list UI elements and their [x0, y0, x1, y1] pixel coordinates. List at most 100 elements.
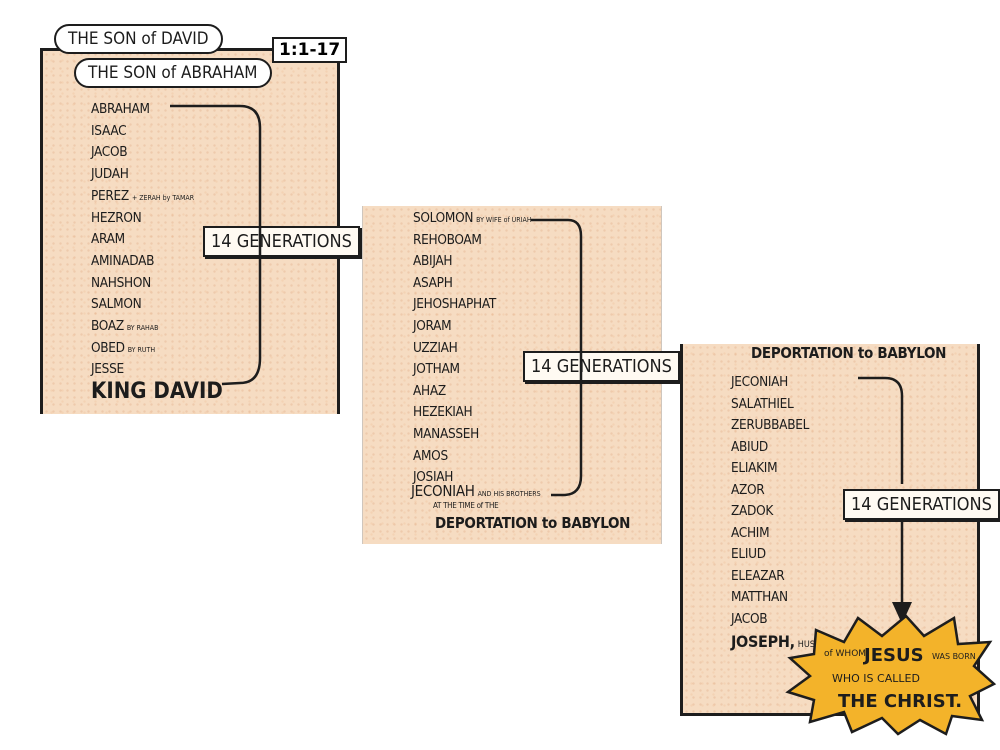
list-item: JACOB	[731, 610, 768, 627]
list-item: HEZEKIAH	[413, 404, 473, 421]
list-item: AHAZ	[413, 383, 446, 399]
list-item: ABIUD	[731, 439, 768, 455]
list-item: ELIAKIM	[731, 460, 778, 476]
christ-starburst: of WHOM JESUS WAS BORN WHO IS CALLED THE…	[785, 614, 997, 736]
list-item: JECONIAH	[731, 374, 788, 390]
person-name: JOTHAM	[413, 361, 460, 378]
list-item: SALMON	[91, 296, 142, 313]
person-name: SALMON	[91, 296, 142, 313]
bracket-line	[531, 218, 583, 497]
generations-box: 14 GENERATIONS	[203, 226, 360, 257]
person-name: JORAM	[413, 318, 452, 334]
burst-the-christ: THE CHRIST.	[838, 691, 962, 712]
list-item: JOSIAH	[413, 469, 453, 485]
person-name: ABIJAH	[413, 253, 453, 270]
person-name: ELIAKIM	[731, 460, 778, 476]
person-name: JACOB	[91, 144, 128, 161]
person-name: AMINADAB	[91, 252, 155, 269]
person-name: BOAZ	[91, 318, 124, 334]
scripture-reference: 1:1-17	[272, 37, 348, 63]
list-item: JOTHAM	[413, 361, 460, 377]
person-name: ELIUD	[731, 546, 766, 562]
person-name: ABRAHAM	[91, 101, 150, 117]
list-item: ELEAZAR	[731, 567, 785, 584]
person-name: AMOS	[413, 447, 448, 464]
bracket-arrow	[858, 376, 912, 624]
person-name: JOSIAH	[413, 469, 454, 486]
person-name: ASAPH	[413, 274, 453, 291]
person-name: REHOBOAM	[413, 231, 482, 248]
person-name: HEZEKIAH	[413, 404, 473, 421]
list-item: ABIJAH	[413, 253, 453, 270]
panel-abraham-to-david: ABRAHAM ISAAC JACOB JUDAH PEREZ+ ZERAH by TA…	[40, 48, 360, 414]
list-item: PEREZ+ ZERAH by TAMAR	[91, 188, 194, 204]
person-name: MANASSEH	[413, 426, 480, 442]
person-name: JESSE	[91, 361, 124, 378]
list-item: JESSE	[91, 361, 124, 377]
list-item: ZERUBBABEL	[731, 417, 809, 433]
person-name: HEZRON	[91, 209, 142, 226]
list-item: MANASSEH	[413, 426, 479, 442]
person-name: AHAZ	[413, 382, 446, 399]
person-name: JUDAH	[91, 166, 129, 183]
person-name: UZZIAH	[413, 339, 458, 356]
person-name: OBED	[91, 339, 125, 356]
person-name: SALATHIEL	[731, 395, 794, 412]
list-item: JACOB	[91, 144, 128, 161]
generations-box: 14 GENERATIONS	[523, 351, 680, 382]
person-name: JACOB	[731, 610, 768, 627]
time-note: AT THE TIME of THE	[433, 501, 499, 510]
person-name: ISAAC	[91, 122, 127, 139]
person-name: ABIUD	[731, 438, 768, 455]
generations-box: 14 GENERATIONS	[843, 489, 1000, 520]
person-name: AZOR	[731, 481, 765, 498]
list-item: ASAPH	[413, 275, 453, 291]
list-item: AZOR	[731, 481, 765, 498]
person-name: ELEAZAR	[731, 567, 785, 584]
list-item: JEHOSHAPHAT	[413, 296, 496, 312]
list-item: JUDAH	[91, 166, 129, 182]
person-name: ARAM	[91, 231, 125, 248]
person-note: BY RUTH	[127, 345, 156, 354]
person-note: BY RAHAB	[126, 324, 159, 332]
person-name: ZADOK	[731, 503, 773, 519]
list-item: HEZRON	[91, 209, 142, 226]
deportation-header: DEPORTATION to BABYLON	[751, 344, 947, 362]
king-david-label: KING DAVID	[91, 379, 223, 404]
list-item: ISAAC	[91, 122, 127, 139]
burst-jesus: JESUS	[862, 645, 924, 666]
person-name: JECONIAH	[731, 374, 788, 390]
title-son-of-abraham: THE SON of ABRAHAM	[74, 58, 272, 88]
arrow-head	[892, 602, 912, 624]
list-item: AMOS	[413, 448, 448, 464]
list-item: ARAM	[91, 231, 125, 247]
list-item: ABRAHAM	[91, 101, 150, 117]
person-name: NAHSHON	[91, 274, 151, 291]
burst-of-whom: of WHOM	[824, 649, 866, 659]
person-name: MATTHAN	[731, 589, 788, 605]
list-item: UZZIAH	[413, 340, 458, 356]
person-name: ACHIM	[731, 524, 770, 541]
list-item: JORAM	[413, 318, 452, 334]
deportation-label: DEPORTATION to BABYLON	[435, 514, 631, 532]
bracket-line	[170, 104, 262, 386]
person-name: PEREZ	[91, 187, 129, 204]
list-item: ACHIM	[731, 524, 770, 541]
list-item: SALATHIEL	[731, 395, 794, 412]
title-son-of-david: THE SON of DAVID	[54, 24, 223, 54]
list-item: MATTHAN	[731, 589, 788, 605]
person-name: SOLOMON	[413, 210, 474, 226]
person-name: JEHOSHAPHAT	[413, 296, 496, 313]
list-item: ZADOK	[731, 503, 773, 519]
list-item: NAHSHON	[91, 275, 151, 291]
person-name: ZERUBBABEL	[731, 417, 810, 433]
burst-who-is-called: WHO IS CALLED	[832, 672, 920, 685]
burst-was-born: WAS BORN	[932, 652, 976, 661]
list-item: REHOBOAM	[413, 232, 482, 248]
list-item: AMINADAB	[91, 253, 154, 269]
